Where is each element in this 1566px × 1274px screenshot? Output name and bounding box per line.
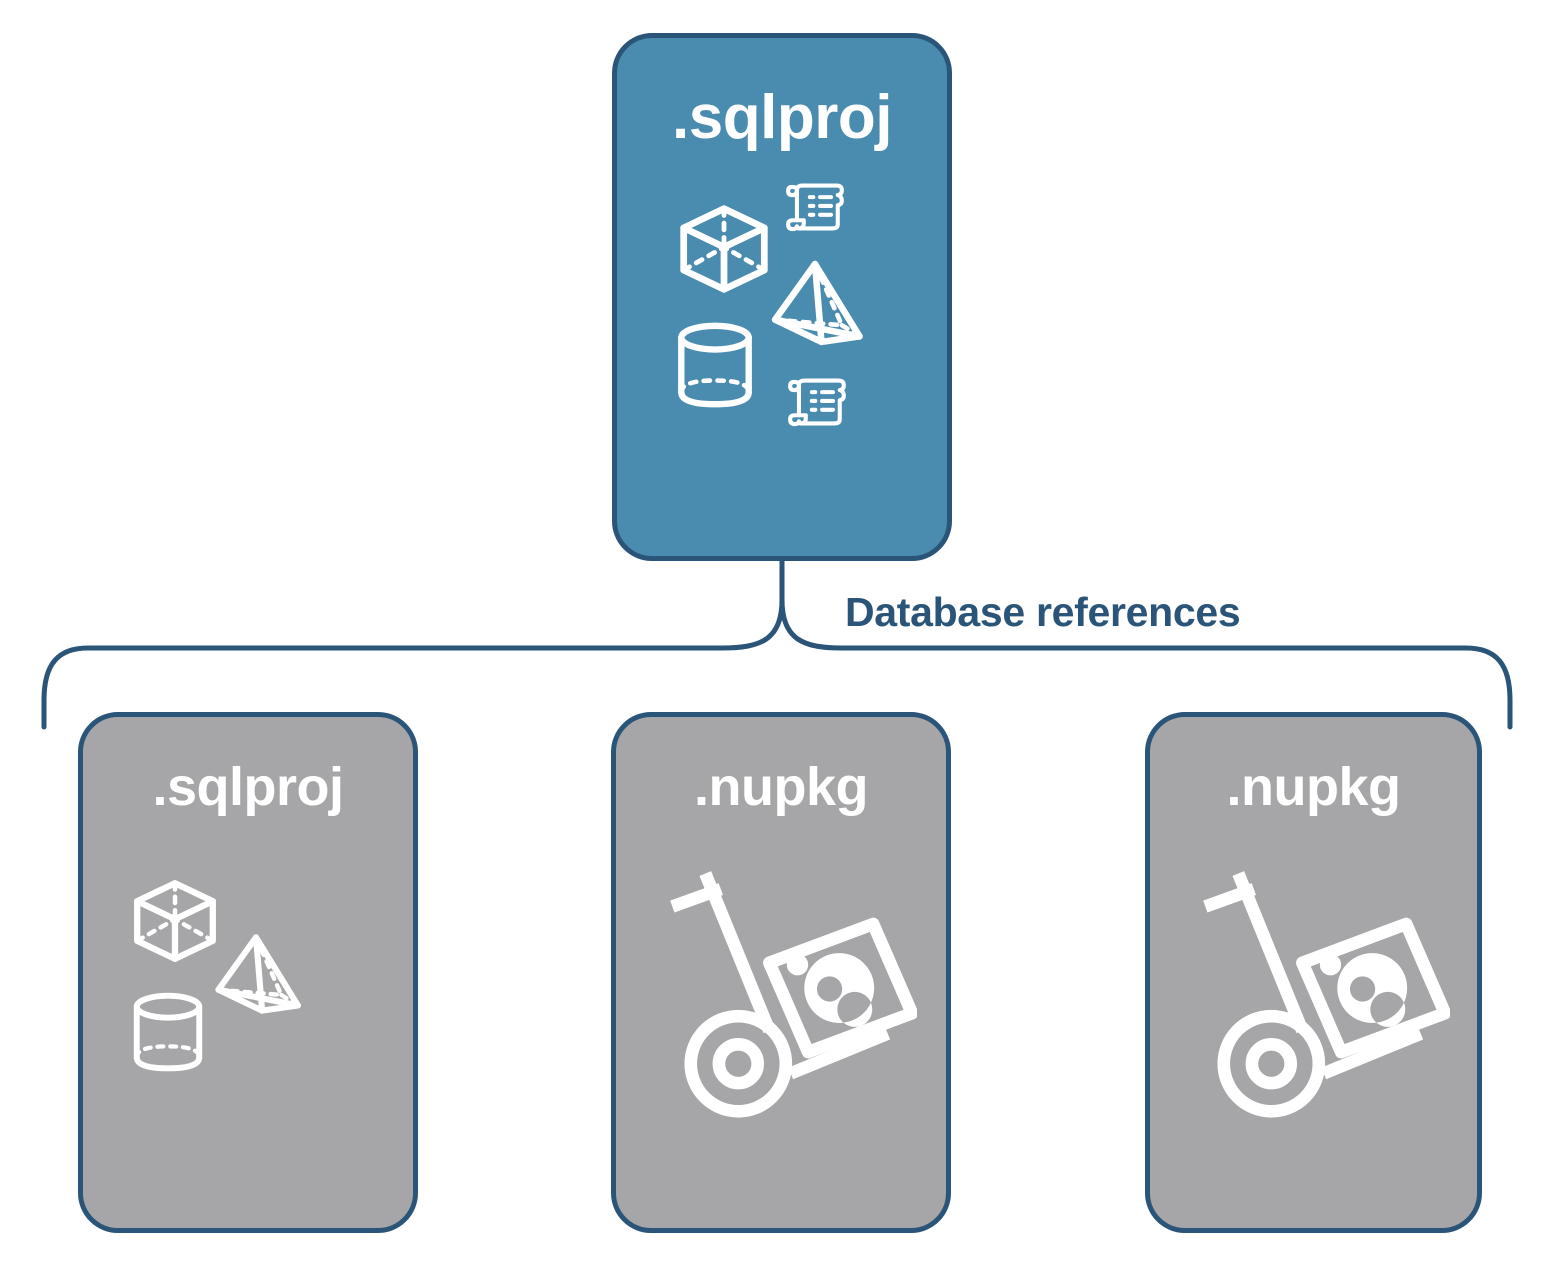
cube-icon <box>134 880 216 962</box>
nuget-logo-icon <box>804 953 875 1027</box>
node-child-nupkg-1[interactable]: .nupkg <box>611 712 951 1233</box>
cylinder-icon <box>133 992 203 1072</box>
node-child-sqlproj-icon-group <box>98 834 398 1134</box>
node-child-nupkg-2[interactable]: .nupkg <box>1145 712 1482 1233</box>
nuget-logo-icon <box>1336 953 1407 1027</box>
scroll-icon <box>786 183 844 232</box>
cylinder-icon <box>678 322 752 408</box>
node-child-nupkg-1-icon-group <box>631 834 931 1134</box>
nuget-dot-icon <box>1319 954 1341 976</box>
node-child-nupkg-1-label: .nupkg <box>694 757 868 817</box>
node-child-nupkg-2-icon-group <box>1164 834 1464 1134</box>
node-root-label: .sqlproj <box>672 83 892 152</box>
node-root-sqlproj[interactable]: .sqlproj <box>612 33 952 561</box>
node-child-sqlproj[interactable]: .sqlproj <box>78 712 418 1233</box>
hand-truck-package-icon <box>1202 871 1450 1118</box>
pyramid-icon <box>215 934 301 1014</box>
edge-label-database-references: Database references <box>845 589 1241 635</box>
node-root-icon-group <box>652 169 912 439</box>
hand-truck-package-icon <box>670 871 917 1118</box>
pyramid-icon <box>771 260 863 346</box>
scroll-icon <box>788 378 846 427</box>
node-child-sqlproj-label: .sqlproj <box>152 757 344 817</box>
cube-icon <box>680 205 768 293</box>
nuget-dot-icon <box>786 954 809 976</box>
node-child-nupkg-2-label: .nupkg <box>1226 757 1401 817</box>
